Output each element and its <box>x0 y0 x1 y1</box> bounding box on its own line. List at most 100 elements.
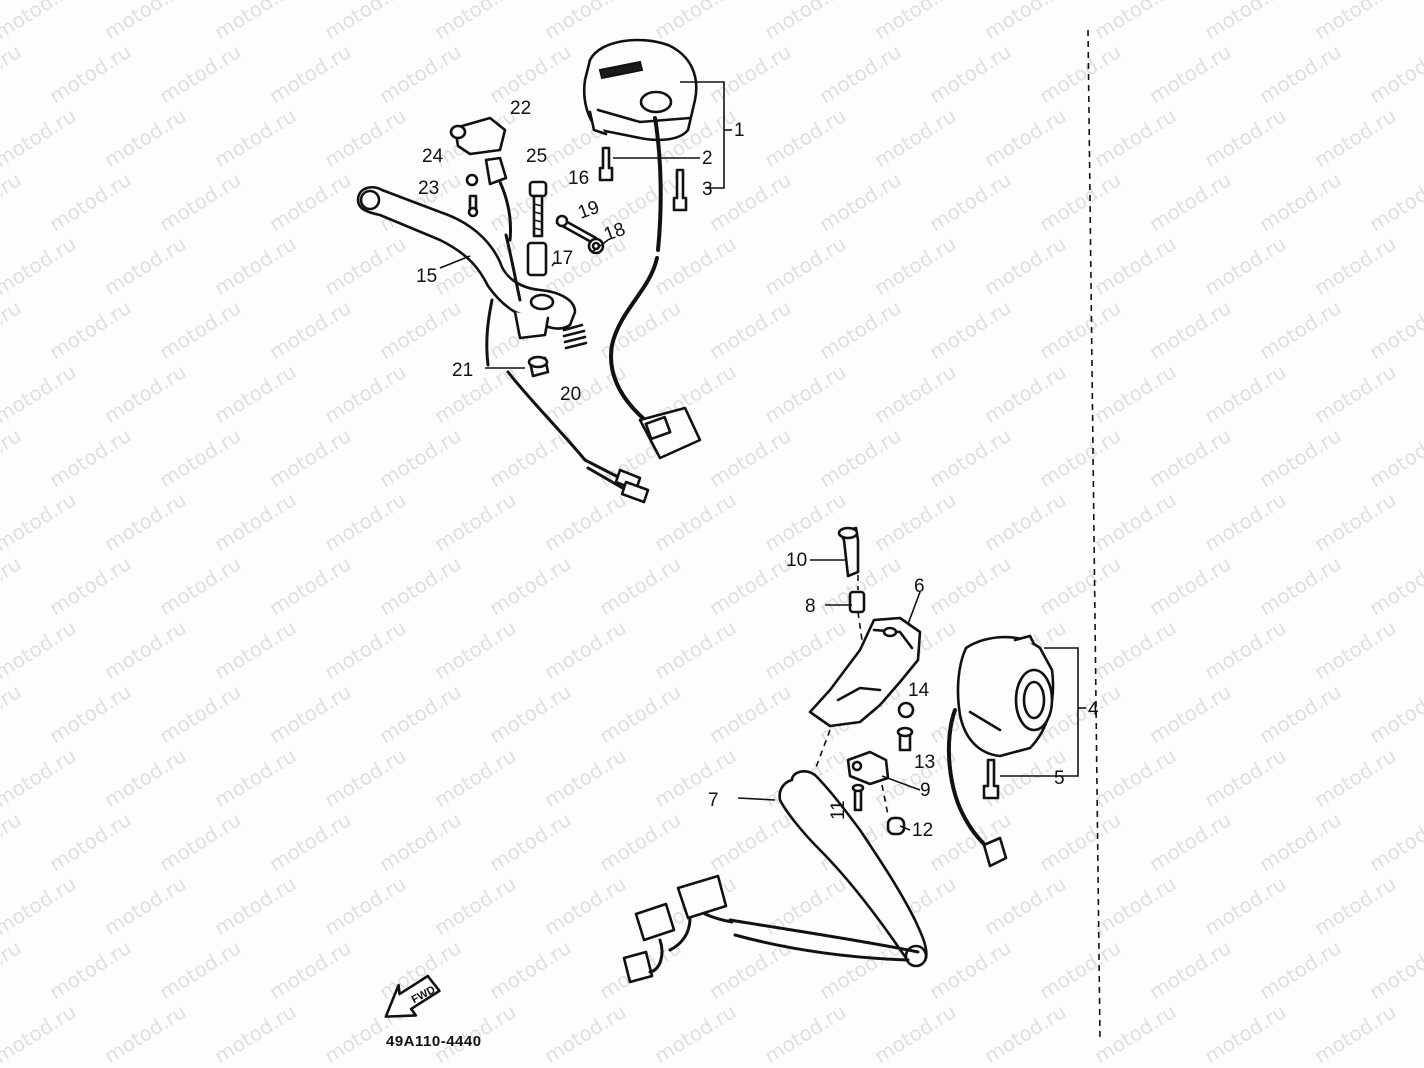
watermark-text: motod.ru <box>760 615 851 684</box>
page-border-line <box>1087 29 1101 1041</box>
watermark-text: motod.ru <box>1200 487 1291 556</box>
watermark-text: motod.ru <box>540 359 631 428</box>
watermark-text: motod.ru <box>925 551 1016 620</box>
left-switch-connector <box>638 406 702 460</box>
watermark-text: motod.ru <box>485 807 576 876</box>
watermark-text: motod.ru <box>0 679 25 748</box>
callout-16: 16 <box>568 168 589 189</box>
watermark-text: motod.ru <box>155 807 246 876</box>
collar-8 <box>848 590 866 614</box>
watermark-text: motod.ru <box>760 999 851 1068</box>
watermark-text: motod.ru <box>155 935 246 1004</box>
watermark-text: motod.ru <box>100 615 191 684</box>
collar-17 <box>526 241 548 277</box>
watermark-text: motod.ru <box>1090 871 1181 940</box>
watermark-text: motod.ru <box>1365 807 1424 876</box>
watermark-text: motod.ru <box>1310 615 1401 684</box>
watermark-text: motod.ru <box>210 871 301 940</box>
watermark-text: motod.ru <box>210 231 301 300</box>
watermark-text: motod.ru <box>1200 615 1291 684</box>
cap-12 <box>886 816 906 836</box>
watermark-text: motod.ru <box>705 39 796 108</box>
watermark-text: motod.ru <box>815 295 906 364</box>
watermark-text: motod.ru <box>0 167 25 236</box>
watermark-text: motod.ru <box>1365 39 1424 108</box>
watermark-text: motod.ru <box>210 0 301 44</box>
watermark-text: motod.ru <box>485 551 576 620</box>
watermark-text: motod.ru <box>375 551 466 620</box>
watermark-text: motod.ru <box>1365 935 1424 1004</box>
watermark-text: motod.ru <box>1255 39 1346 108</box>
watermark-text: motod.ru <box>1090 743 1181 812</box>
watermark-text: motod.ru <box>0 0 80 44</box>
watermark-text: motod.ru <box>1145 423 1236 492</box>
bracket-25 <box>484 156 512 242</box>
watermark-text: motod.ru <box>210 743 301 812</box>
watermark-text: motod.ru <box>155 679 246 748</box>
watermark-text: motod.ru <box>0 743 80 812</box>
watermark-text: motod.ru <box>100 871 191 940</box>
watermark-text: motod.ru <box>1200 0 1291 44</box>
watermark-text: motod.ru <box>320 0 411 44</box>
watermark-text: motod.ru <box>1035 295 1126 364</box>
watermark-text: motod.ru <box>0 295 25 364</box>
watermark-text: motod.ru <box>265 39 356 108</box>
watermark-text: motod.ru <box>100 487 191 556</box>
watermark-text: motod.ru <box>705 295 796 364</box>
watermark-text: motod.ru <box>320 615 411 684</box>
watermark-text: motod.ru <box>1310 999 1401 1068</box>
screw-2 <box>598 146 614 182</box>
watermark-text: motod.ru <box>815 39 906 108</box>
watermark-text: motod.ru <box>100 743 191 812</box>
left-switch-assembly <box>356 38 702 504</box>
watermark-text: motod.ru <box>1310 871 1401 940</box>
watermark-text: motod.ru <box>0 807 25 876</box>
lever-15 <box>356 186 577 330</box>
callout-15: 15 <box>416 266 437 287</box>
watermark-text: motod.ru <box>375 295 466 364</box>
watermark-text: motod.ru <box>155 423 246 492</box>
watermark-text: motod.ru <box>320 359 411 428</box>
clutch-switch-22 <box>449 116 507 156</box>
watermark-text: motod.ru <box>210 359 301 428</box>
watermark-text: motod.ru <box>375 423 466 492</box>
watermark-text: motod.ru <box>980 871 1071 940</box>
watermark-text: motod.ru <box>45 423 136 492</box>
callout-4: 4 <box>1088 699 1099 720</box>
watermark-text: motod.ru <box>1420 871 1424 940</box>
callout-6: 6 <box>914 576 925 597</box>
watermark-text: motod.ru <box>0 871 80 940</box>
screw-3 <box>672 168 688 212</box>
watermark-text: motod.ru <box>1310 359 1401 428</box>
watermark-text: motod.ru <box>870 0 961 44</box>
watermark-text: motod.ru <box>1145 679 1236 748</box>
watermark-text: motod.ru <box>0 103 80 172</box>
watermark-text: motod.ru <box>210 487 301 556</box>
watermark-text: motod.ru <box>0 487 80 556</box>
watermark-text: motod.ru <box>1310 103 1401 172</box>
watermark-text: motod.ru <box>540 615 631 684</box>
watermark-text: motod.ru <box>760 103 851 172</box>
watermark-text: motod.ru <box>430 871 521 940</box>
watermark-text: motod.ru <box>1200 103 1291 172</box>
right-switch-assembly <box>622 526 1055 984</box>
callout-24: 24 <box>422 146 444 167</box>
watermark-text: motod.ru <box>375 807 466 876</box>
watermark-text: motod.ru <box>540 487 631 556</box>
watermark-text: motod.ru <box>45 551 136 620</box>
watermark-text: motod.ru <box>1145 39 1236 108</box>
watermark-text: motod.ru <box>430 487 521 556</box>
watermark-text: motod.ru <box>980 231 1071 300</box>
watermark-text: motod.ru <box>45 167 136 236</box>
watermark-text: motod.ru <box>485 679 576 748</box>
watermark-text: motod.ru <box>265 423 356 492</box>
watermark-text: motod.ru <box>155 167 246 236</box>
watermark-text: motod.ru <box>540 0 631 44</box>
watermark-text: motod.ru <box>1420 231 1424 300</box>
callout-25: 25 <box>526 146 547 167</box>
washer-24 <box>465 173 479 187</box>
watermark-text: motod.ru <box>1255 679 1346 748</box>
watermark-text: motod.ru <box>155 295 246 364</box>
callout-12: 12 <box>912 820 933 841</box>
